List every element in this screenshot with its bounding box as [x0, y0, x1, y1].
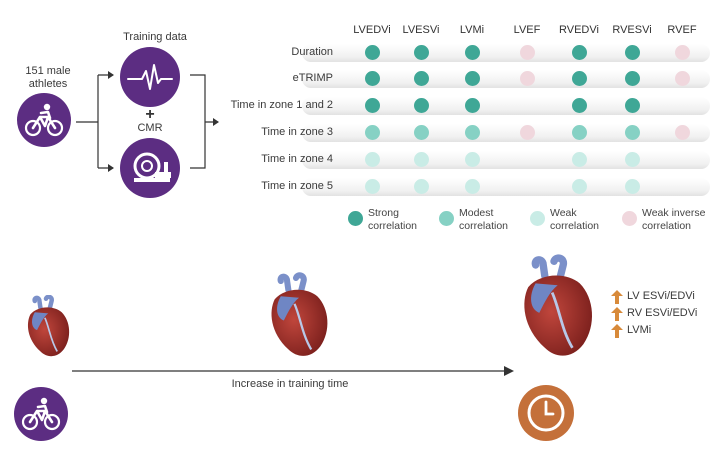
correlation-dot-weak-inverse	[520, 71, 535, 86]
correlation-dot-weak-inverse	[520, 125, 535, 140]
correlation-dot-strong	[465, 71, 480, 86]
training-data-badge	[120, 47, 180, 107]
medium-heart-icon	[271, 272, 328, 356]
clock-badge	[518, 385, 574, 441]
correlation-dot-modest	[572, 125, 587, 140]
athletes-label: 151 male athletes	[25, 65, 71, 90]
legend-dot-weak-inverse	[622, 211, 637, 226]
timeline-label: Increase in training time	[231, 378, 349, 390]
column-header-rvesvi: RVESVi	[612, 24, 652, 36]
row-label: eTRIMP	[292, 72, 333, 84]
correlation-dot-weak	[625, 152, 640, 167]
correlation-dot-weak	[625, 179, 640, 194]
legend-label-line1: Strong	[368, 207, 399, 219]
legend-dot-modest	[439, 211, 454, 226]
correlation-dot-strong	[414, 45, 429, 60]
row-label: Time in zone 3	[261, 126, 333, 138]
table-row	[302, 178, 710, 196]
correlation-dot-strong	[625, 45, 640, 60]
correlation-dot-strong	[465, 45, 480, 60]
legend-label-line1: Weak inverse	[642, 207, 706, 219]
legend-label-line2: correlation	[642, 220, 692, 232]
correlation-dot-strong	[365, 71, 380, 86]
correlation-dot-strong	[572, 71, 587, 86]
column-header-lvedvi: LVEDVi	[353, 24, 391, 36]
correlation-dot-weak	[414, 179, 429, 194]
table-row	[302, 70, 710, 88]
correlation-dot-weak	[414, 152, 429, 167]
correlation-dot-weak	[465, 152, 480, 167]
legend-dot-weak	[530, 211, 545, 226]
cyclist-icon	[21, 397, 61, 431]
row-label: Time in zone 4	[261, 153, 333, 165]
heartbeat-icon	[127, 64, 173, 90]
up-arrow-icon	[611, 307, 623, 321]
mri-scanner-icon	[133, 152, 171, 182]
cmr-label: CMR	[137, 122, 163, 134]
correlation-dot-weak	[365, 152, 380, 167]
plus-sign: +	[145, 106, 155, 123]
correlation-dot-strong	[465, 98, 480, 113]
table-row	[302, 44, 710, 62]
correlation-dot-weak	[572, 152, 587, 167]
legend-label-line1: Weak	[550, 207, 577, 219]
small-heart-icon	[27, 295, 70, 357]
increase-label: RV ESVi/EDVi	[627, 307, 698, 319]
cyclist-icon	[24, 103, 64, 137]
column-header-rvedvi: RVEDVi	[559, 24, 599, 36]
training-data-label: Training data	[123, 31, 187, 43]
increase-label: LVMi	[627, 324, 652, 336]
correlation-dot-modest	[365, 125, 380, 140]
correlation-dot-weak-inverse	[675, 71, 690, 86]
correlation-dot-modest	[414, 125, 429, 140]
cyclist-badge	[17, 93, 71, 147]
row-label: Time in zone 1 and 2	[230, 99, 333, 111]
table-row	[302, 124, 710, 142]
legend-label-line2: correlation	[550, 220, 600, 232]
correlation-dot-strong	[414, 98, 429, 113]
correlation-dot-strong	[365, 45, 380, 60]
table-row	[302, 151, 710, 169]
correlation-dot-strong	[414, 71, 429, 86]
column-header-lvef: LVEF	[513, 24, 541, 36]
row-label: Duration	[291, 46, 333, 58]
row-label: Time in zone 5	[261, 180, 333, 192]
correlation-dot-strong	[625, 71, 640, 86]
table-row	[302, 97, 710, 115]
correlation-dot-weak	[572, 179, 587, 194]
correlation-dot-weak-inverse	[675, 45, 690, 60]
connector-lines	[76, 71, 219, 172]
correlation-dot-weak	[365, 179, 380, 194]
column-header-lvesvi: LVESVi	[402, 24, 440, 36]
correlation-dot-strong	[572, 45, 587, 60]
correlation-dot-strong	[625, 98, 640, 113]
correlation-dot-strong	[365, 98, 380, 113]
up-arrow-icon	[611, 290, 623, 304]
legend-label-line1: Modest	[459, 207, 494, 219]
correlation-dot-weak	[465, 179, 480, 194]
clock-icon	[527, 394, 565, 432]
cyclist-badge-bottom	[14, 387, 68, 441]
large-heart-icon	[524, 254, 593, 356]
legend-dot-strong	[348, 211, 363, 226]
column-header-rvef: RVEF	[667, 24, 697, 36]
increase-label: LV ESVi/EDVi	[627, 290, 695, 302]
correlation-dot-strong	[572, 98, 587, 113]
up-arrow-icon	[611, 324, 623, 338]
legend-label-line2: correlation	[368, 220, 418, 232]
column-header-lvmi: LVMi	[459, 24, 485, 36]
legend-label-line2: correlation	[459, 220, 509, 232]
cmr-badge	[120, 138, 180, 198]
correlation-dot-modest	[465, 125, 480, 140]
correlation-dot-weak-inverse	[520, 45, 535, 60]
correlation-dot-weak-inverse	[675, 125, 690, 140]
correlation-dot-modest	[625, 125, 640, 140]
